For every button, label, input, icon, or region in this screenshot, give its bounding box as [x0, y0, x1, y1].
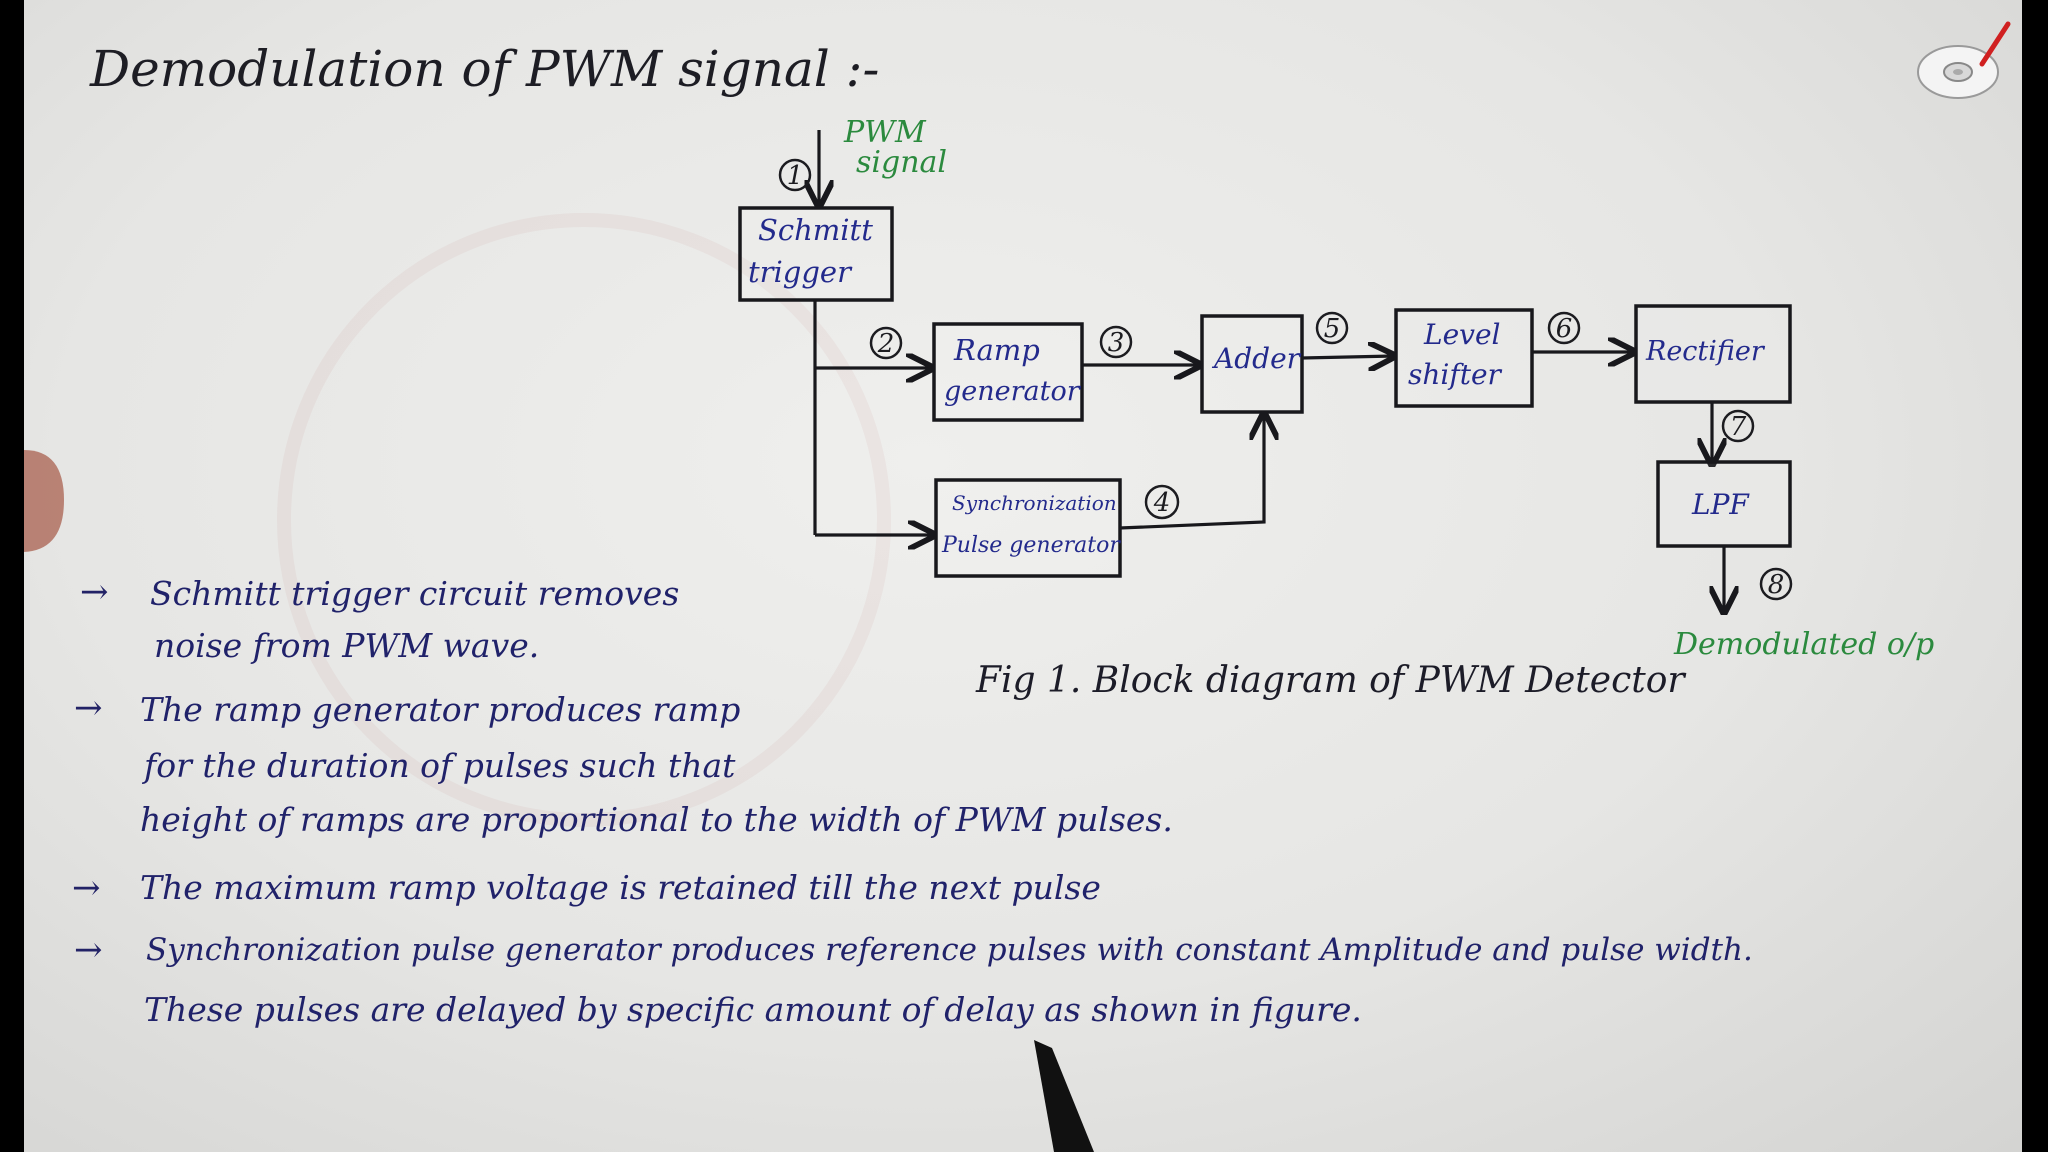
block-adder: Adder — [1200, 314, 1304, 414]
input-label-line2: signal — [856, 145, 947, 180]
lpf-label: LPF — [1691, 488, 1750, 521]
rectifier-label: Rectifier — [1645, 336, 1766, 367]
pen-shape — [1034, 1040, 1094, 1152]
marker-3-text: 3 — [1108, 328, 1125, 358]
input-label-line1: PWM — [843, 115, 927, 150]
marker-6: 6 — [1547, 311, 1581, 345]
marker-5: 5 — [1315, 311, 1349, 345]
marker-5-text: 5 — [1324, 314, 1341, 344]
ramp-label-1: Ramp — [953, 333, 1040, 367]
sync-label-1: Synchronization — [952, 491, 1117, 515]
wire-sync-adder — [1119, 414, 1264, 530]
block-rectifier: Rectifier — [1634, 304, 1792, 404]
note-1-line-1: Schmitt trigger circuit removes — [150, 574, 680, 613]
bullet-arrow-4: → — [74, 930, 103, 970]
marker-2-text: 2 — [877, 329, 895, 359]
output-label: Demodulated o/p — [1673, 627, 1934, 662]
note-2-line-1: The ramp generator produces ramp — [140, 690, 741, 729]
watermark — [277, 213, 891, 827]
block-diagram: PWM signal Schmitt trigger Ramp generato… — [277, 115, 1934, 827]
block-sync-pulse-generator: Synchronization Pulse generator — [934, 478, 1122, 578]
schmitt-label-2: trigger — [748, 255, 853, 289]
block-lpf: LPF — [1656, 460, 1792, 548]
marker-3: 3 — [1099, 325, 1133, 359]
bullet-arrow-1: → — [80, 572, 109, 612]
marker-4: 4 — [1144, 484, 1180, 520]
marker-8-text: 8 — [1768, 570, 1785, 600]
wire-adder-level — [1301, 356, 1394, 358]
schmitt-label-1: Schmitt — [758, 213, 873, 247]
marker-7: 7 — [1721, 409, 1755, 443]
marker-6-text: 6 — [1556, 314, 1573, 344]
marker-8: 8 — [1759, 567, 1793, 601]
finger-shape — [24, 450, 64, 552]
marker-2: 2 — [869, 326, 903, 360]
note-1-line-2: noise from PWM wave. — [154, 626, 540, 665]
level-label-2: shifter — [1408, 358, 1503, 391]
bullet-arrow-3: → — [72, 868, 101, 908]
marker-1: 1 — [778, 158, 812, 192]
ramp-label-2: generator — [944, 376, 1082, 407]
disc-logo-icon — [1917, 21, 2011, 99]
adder-label: Adder — [1211, 342, 1302, 375]
figure-caption: Fig 1. Block diagram of PWM Detector — [976, 660, 1685, 701]
bullet-arrow-2: → — [74, 688, 103, 728]
note-4-line-1: Synchronization pulse generator produces… — [146, 932, 1753, 968]
whiteboard-paper: Demodulation of PWM signal :- PWM signal… — [24, 0, 2022, 1152]
note-2-line-2: for the duration of pulses such that — [144, 746, 736, 785]
sync-label-2: Pulse generator — [941, 533, 1121, 558]
note-4-line-2: These pulses are delayed by specific amo… — [144, 990, 1362, 1029]
marker-1-text: 1 — [787, 161, 804, 191]
note-2-line-3: height of ramps are proportional to the … — [140, 800, 1173, 839]
note-3-line-1: The maximum ramp voltage is retained til… — [140, 868, 1101, 907]
marker-7-text: 7 — [1730, 412, 1747, 442]
block-schmitt-trigger: Schmitt trigger — [738, 206, 894, 302]
marker-4-text: 4 — [1153, 488, 1171, 518]
block-level-shifter: Level shifter — [1394, 308, 1534, 408]
level-label-1: Level — [1423, 318, 1501, 351]
page-title: Demodulation of PWM signal :- — [90, 40, 880, 98]
block-ramp-generator: Ramp generator — [932, 322, 1084, 422]
